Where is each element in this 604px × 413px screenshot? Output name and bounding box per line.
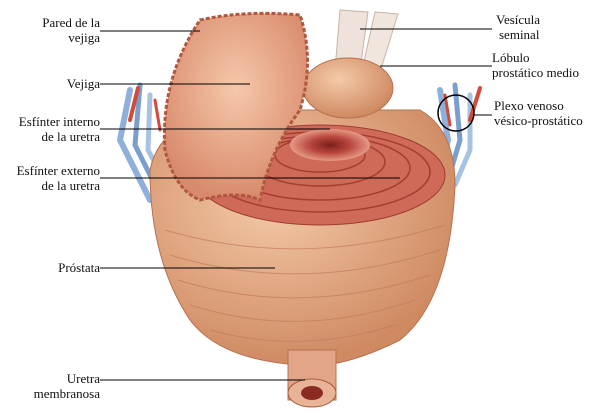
- plexus-highlight-circle: [437, 94, 475, 132]
- label-line: Plexo venoso: [494, 98, 564, 113]
- label-line: Vesícula: [496, 12, 541, 27]
- label-line: de la uretra: [41, 178, 100, 193]
- middle-prostatic-lobe: [302, 57, 394, 119]
- label-line: Lóbulo: [492, 50, 530, 65]
- label-line: Pared de la: [42, 15, 100, 30]
- label-prostate: Próstata: [58, 260, 100, 275]
- internal-sphincter: [290, 129, 370, 161]
- leader-lines: [100, 28, 492, 381]
- label-line: Esfínter externo: [16, 163, 100, 178]
- label-line: vésico-prostático: [494, 113, 583, 128]
- label-line: Uretra: [66, 371, 100, 386]
- label-line: seminal: [499, 27, 540, 42]
- label-line: vejiga: [68, 30, 100, 45]
- label-line: Esfínter interno: [18, 114, 100, 129]
- label-line: membranosa: [33, 386, 100, 401]
- label-bladder: Vejiga: [66, 76, 100, 91]
- prostate-striations: [164, 224, 446, 342]
- label-line: de la uretra: [41, 129, 100, 144]
- bladder-wall: [162, 11, 309, 203]
- label-line: prostático medio: [492, 65, 580, 80]
- seminal-vesicle: [334, 9, 399, 73]
